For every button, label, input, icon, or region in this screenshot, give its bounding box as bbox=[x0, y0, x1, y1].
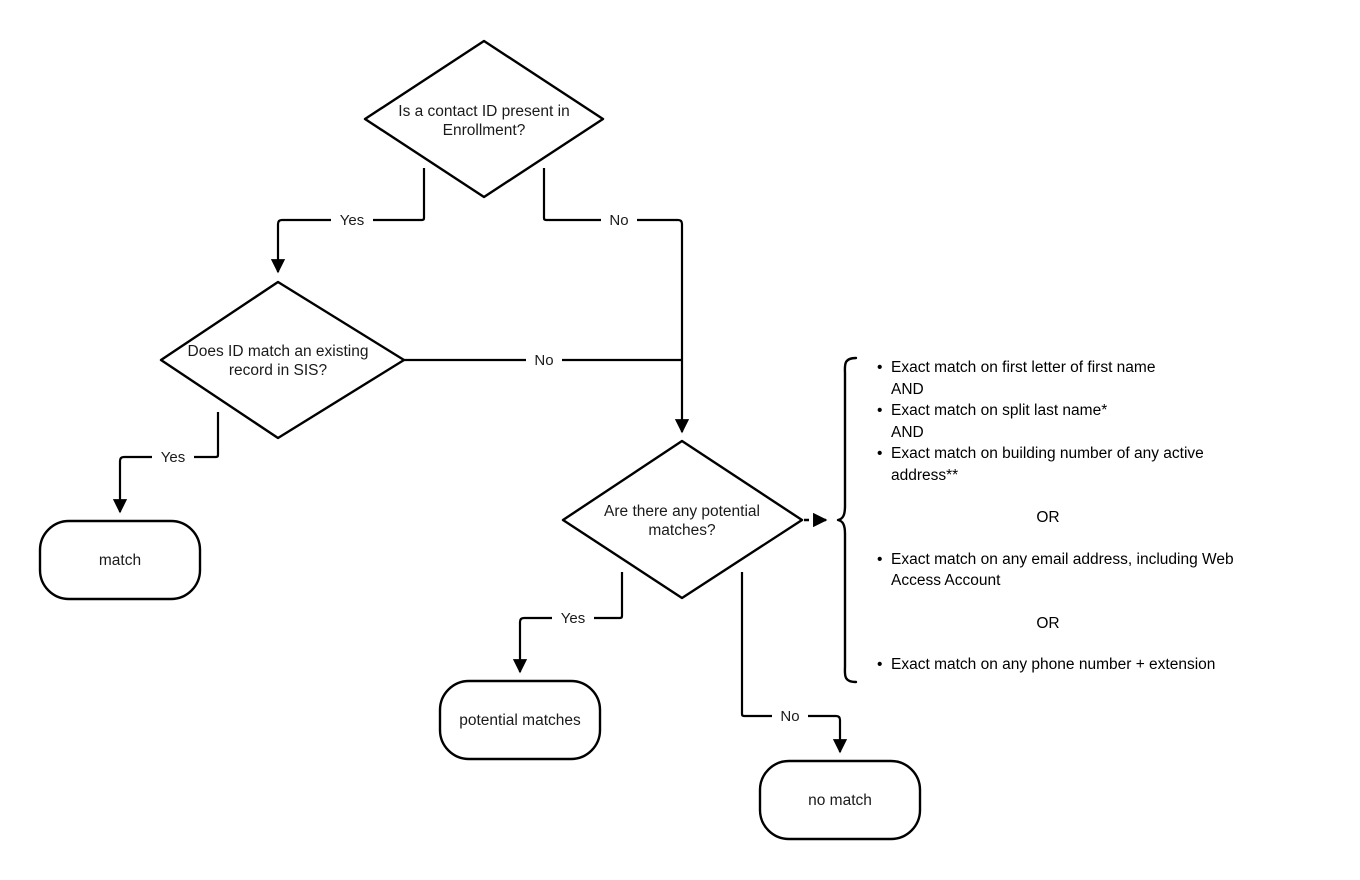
criteria-item: Exact match on building number of any ac… bbox=[876, 443, 1306, 465]
decision-1-line1: Is a contact ID present in bbox=[398, 103, 569, 120]
decision-1-line2: Enrollment? bbox=[443, 122, 526, 139]
criteria-conjunction: AND bbox=[891, 380, 924, 398]
criteria-item: Exact match on split last name* bbox=[876, 400, 1306, 422]
terminal-match[interactable]: match bbox=[38, 519, 202, 601]
criteria-separator: OR bbox=[1036, 614, 1060, 632]
edge-decision2-yes: Yes bbox=[112, 412, 220, 514]
edge-label-yes-2: Yes bbox=[161, 449, 185, 466]
edge-label-no-1: No bbox=[609, 212, 628, 229]
edge-decision3-yes: Yes bbox=[512, 572, 624, 674]
edge-decision3-no: No bbox=[740, 572, 848, 754]
criteria-separator: OR bbox=[1036, 509, 1060, 526]
criteria-item: Exact match on any phone number + extens… bbox=[876, 654, 1306, 676]
edge-decision2-no: No bbox=[404, 350, 682, 370]
edge-decision1-yes: Yes bbox=[270, 168, 426, 274]
terminal-no-match-label: no match bbox=[808, 792, 872, 809]
decision-3-line2: matches? bbox=[648, 522, 716, 539]
terminal-potential-label: potential matches bbox=[459, 712, 581, 729]
decision-id-match-sis[interactable]: Does ID match an existing record in SIS? bbox=[159, 280, 406, 440]
decision-contact-id-present[interactable]: Is a contact ID present in Enrollment? bbox=[363, 39, 605, 199]
decision-any-potential-matches[interactable]: Are there any potential matches? bbox=[561, 439, 804, 600]
edge-decision1-no: No bbox=[542, 168, 690, 434]
criteria-item-continuation: address** bbox=[891, 466, 959, 484]
criteria-item-continuation: Access Account bbox=[891, 572, 1001, 589]
edge-label-no-2: No bbox=[534, 352, 553, 369]
terminal-no-match[interactable]: no match bbox=[758, 759, 922, 841]
criteria-list: Exact match on first letter of first nam… bbox=[876, 357, 1306, 676]
terminal-match-label: match bbox=[99, 552, 141, 569]
criteria-conjunction: AND bbox=[891, 423, 924, 441]
edge-label-no-3: No bbox=[780, 708, 799, 725]
criteria-item: Exact match on any email address, includ… bbox=[876, 549, 1306, 571]
criteria-brace bbox=[836, 356, 858, 684]
decision-3-line1: Are there any potential bbox=[604, 503, 760, 520]
decision-2-line1: Does ID match an existing bbox=[188, 343, 369, 360]
criteria-item: Exact match on first letter of first nam… bbox=[876, 357, 1306, 379]
edge-label-yes-3: Yes bbox=[561, 610, 585, 627]
terminal-potential-matches[interactable]: potential matches bbox=[438, 679, 602, 761]
edge-label-yes-1: Yes bbox=[340, 212, 364, 229]
decision-2-line2: record in SIS? bbox=[229, 362, 328, 379]
